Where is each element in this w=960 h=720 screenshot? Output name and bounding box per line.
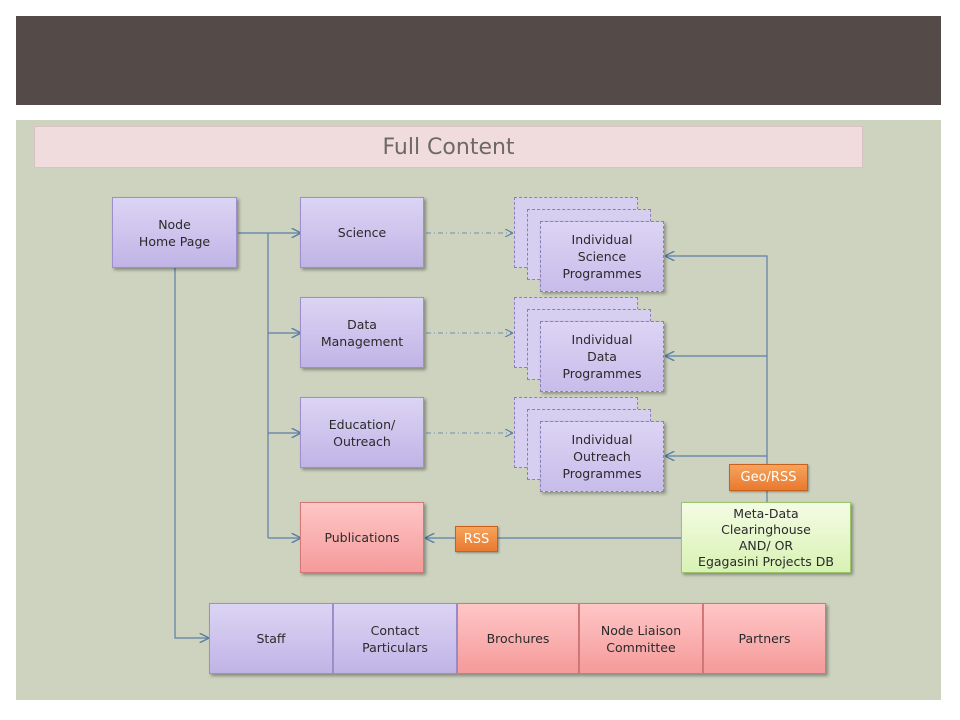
node-home-page[interactable]: Node Home Page [112,197,237,268]
page-title: Full Content [382,135,515,160]
node-data-management[interactable]: Data Management [300,297,424,368]
header-band [16,16,941,105]
footer-item-staff[interactable]: Staff [209,603,333,674]
node-metadata-clearinghouse[interactable]: Meta-Data Clearinghouse AND/ OR Egagasin… [681,502,851,573]
rss-tag: RSS [455,526,498,552]
footer-item-partners[interactable]: Partners [703,603,826,674]
node-data-programmes[interactable]: Individual Data Programmes [540,321,664,392]
connector-meta-science [666,256,768,502]
node-science-programmes[interactable]: Individual Science Programmes [540,221,664,292]
footer-item-node-liaison-committee[interactable]: Node Liaison Committee [579,603,703,674]
node-education-outreach[interactable]: Education/ Outreach [300,397,424,468]
node-publications[interactable]: Publications [300,502,424,573]
footer-item-brochures[interactable]: Brochures [457,603,579,674]
footer-item-contact-particulars[interactable]: Contact Particulars [333,603,457,674]
node-science[interactable]: Science [300,197,424,268]
connector-home-footer [174,268,208,638]
node-outreach-programmes[interactable]: Individual Outreach Programmes [540,421,664,492]
title-bar: Full Content [34,126,863,168]
geo-rss-tag: Geo/RSS [729,464,808,491]
